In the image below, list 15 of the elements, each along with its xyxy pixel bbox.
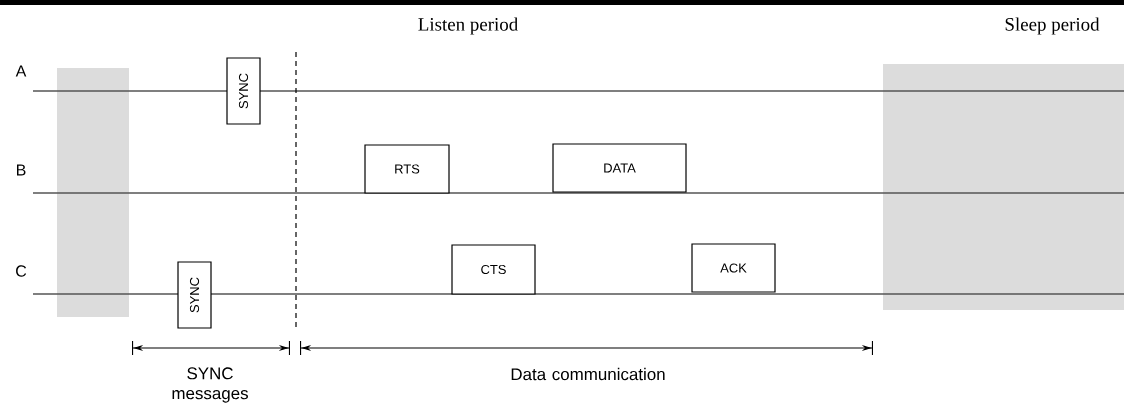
packet-box: SYNC: [177, 261, 212, 329]
shaded-band: [883, 64, 1124, 310]
row-label: C: [16, 265, 27, 277]
period-heading: Listen period: [418, 17, 518, 35]
packet-box: RTS: [364, 144, 450, 194]
packet-box: SYNC: [226, 57, 261, 125]
dimension-label: SYNC messages: [172, 367, 248, 403]
dimension-label: Data communication: [511, 367, 665, 381]
row-label: A: [15, 65, 27, 77]
packet-box: CTS: [451, 244, 536, 295]
packet-box: ACK: [691, 243, 776, 293]
shaded-band: [57, 68, 129, 317]
row-label: B: [17, 164, 26, 176]
period-heading: Sleep period: [1005, 17, 1100, 35]
packet-box: DATA: [552, 143, 687, 193]
